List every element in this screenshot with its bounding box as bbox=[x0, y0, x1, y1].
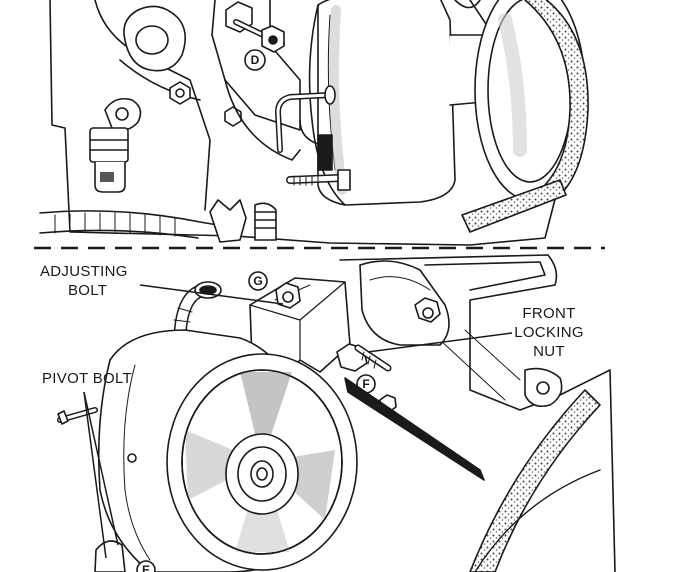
svg-text:G: G bbox=[253, 274, 262, 288]
pivot-bolt-label: PIVOT BOLT bbox=[42, 369, 132, 388]
pivot-bolt-leader bbox=[83, 391, 107, 559]
adjusting-bolt-label-line2: BOLT bbox=[68, 282, 108, 299]
svg-text:D: D bbox=[251, 53, 260, 67]
svg-text:E: E bbox=[142, 563, 150, 572]
small-bolt bbox=[169, 81, 191, 105]
pressure-fitting bbox=[275, 85, 336, 153]
adjusting-bolt-label: ADJUSTING BOLT bbox=[40, 262, 128, 300]
bottom-panel-view: G F bbox=[57, 254, 616, 572]
adjusting-bolt-label-line1: ADJUSTING bbox=[40, 263, 128, 280]
drive-belt bbox=[461, 0, 589, 233]
callout-e: E bbox=[136, 560, 156, 572]
pivot-bolt-label-text: PIVOT BOLT bbox=[42, 370, 132, 387]
pivot-bolt-leader bbox=[83, 391, 119, 546]
svg-text:F: F bbox=[362, 377, 369, 391]
small-bolt bbox=[224, 106, 242, 127]
front-locking-nut bbox=[336, 343, 392, 372]
front-locking-nut-label: FRONT LOCKING NUT bbox=[506, 304, 592, 361]
hose-clip bbox=[209, 199, 277, 243]
callout-g: G bbox=[248, 271, 268, 291]
hose bbox=[39, 210, 236, 239]
adjusting-bolt-top-view bbox=[225, 1, 285, 53]
front-mount-boss bbox=[359, 260, 450, 346]
sensor-connector bbox=[89, 127, 129, 193]
lower-bolt bbox=[286, 134, 351, 191]
pump-reservoir bbox=[299, 0, 456, 206]
front-locking-nut-label-line1: FRONT bbox=[522, 305, 576, 322]
front-locking-nut-leader bbox=[367, 332, 513, 353]
front-locking-nut-label-line3: NUT bbox=[533, 343, 565, 360]
left-mount-boss bbox=[104, 5, 186, 131]
front-locking-nut-label-line2: LOCKING bbox=[514, 324, 584, 341]
callout-d: D bbox=[244, 49, 266, 71]
crank-pulley-edge bbox=[474, 469, 601, 572]
pump-pulley-lower bbox=[166, 353, 358, 571]
drive-belt-lower bbox=[344, 377, 601, 572]
top-panel-view: D bbox=[39, 0, 589, 246]
pivot-bolt bbox=[94, 540, 126, 572]
leader-lines bbox=[83, 284, 513, 559]
adjusting-bolt-leader bbox=[139, 284, 284, 305]
